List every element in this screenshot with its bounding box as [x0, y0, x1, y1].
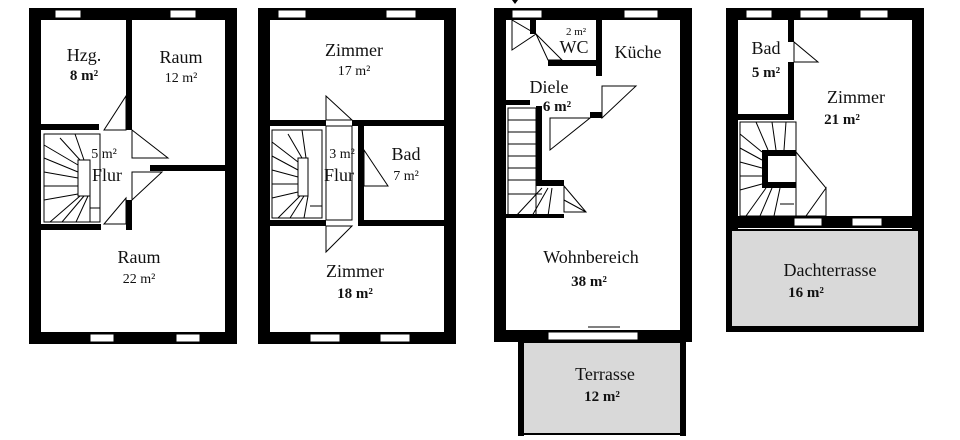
- room-name: Bad: [392, 144, 421, 164]
- room-area: 8 m²: [70, 68, 99, 84]
- door-swings: [325, 94, 389, 254]
- staircase: [739, 121, 797, 217]
- room-name: Hzg.: [67, 45, 102, 65]
- room-name: Zimmer: [827, 87, 885, 107]
- room-name: Zimmer: [325, 40, 383, 60]
- room-area: 3 m²: [329, 147, 355, 162]
- floor-2: Zimmer 17 m² 3 m² Flur Bad 7 m² Zimmer 1…: [258, 8, 456, 344]
- room-area: 12 m²: [165, 71, 198, 86]
- room-name: Flur: [324, 165, 354, 185]
- staircase: [43, 133, 101, 223]
- staircase: [507, 107, 587, 217]
- room-name: Raum: [160, 47, 203, 67]
- room-name: Diele: [530, 77, 569, 97]
- room-area: 12 m²: [584, 389, 620, 405]
- room-name: Flur: [92, 165, 122, 185]
- room-name: Küche: [615, 42, 662, 62]
- room-area: 5 m²: [91, 147, 117, 162]
- staircase: [271, 129, 323, 219]
- door-swings: [511, 19, 638, 213]
- room-area: 7 m²: [393, 169, 419, 184]
- room-name: Raum: [118, 247, 161, 267]
- room-area: 21 m²: [824, 112, 860, 128]
- room-name: Dachterrasse: [784, 260, 877, 280]
- floor-1: Hzg. 8 m² Raum 12 m² 5 m² Flur Raum 22 m…: [29, 8, 237, 344]
- room-area: 17 m²: [338, 64, 371, 79]
- room-name: Zimmer: [326, 261, 384, 281]
- room-area: 5 m²: [752, 65, 781, 81]
- room-area: 2 m²: [566, 26, 587, 38]
- room-area: 38 m²: [571, 274, 607, 290]
- floor-3: 2 m² WC Küche Diele 6 m² Wohnbereich 38 …: [494, 8, 692, 436]
- room-area: 16 m²: [788, 285, 824, 301]
- door-swings: [102, 94, 170, 225]
- room-name: Bad: [752, 38, 781, 58]
- room-area: 22 m²: [123, 272, 156, 287]
- floor-4: Bad 5 m² Zimmer 21 m² Dachterrasse 16 m²: [726, 8, 924, 332]
- north-marker: [512, 0, 518, 4]
- room-name: Wohnbereich: [543, 247, 639, 267]
- room-name: WC: [560, 37, 589, 57]
- room-name: Terrasse: [575, 364, 635, 384]
- room-area: 18 m²: [337, 286, 373, 302]
- room-area: 6 m²: [543, 99, 572, 115]
- door-swings: [793, 40, 827, 217]
